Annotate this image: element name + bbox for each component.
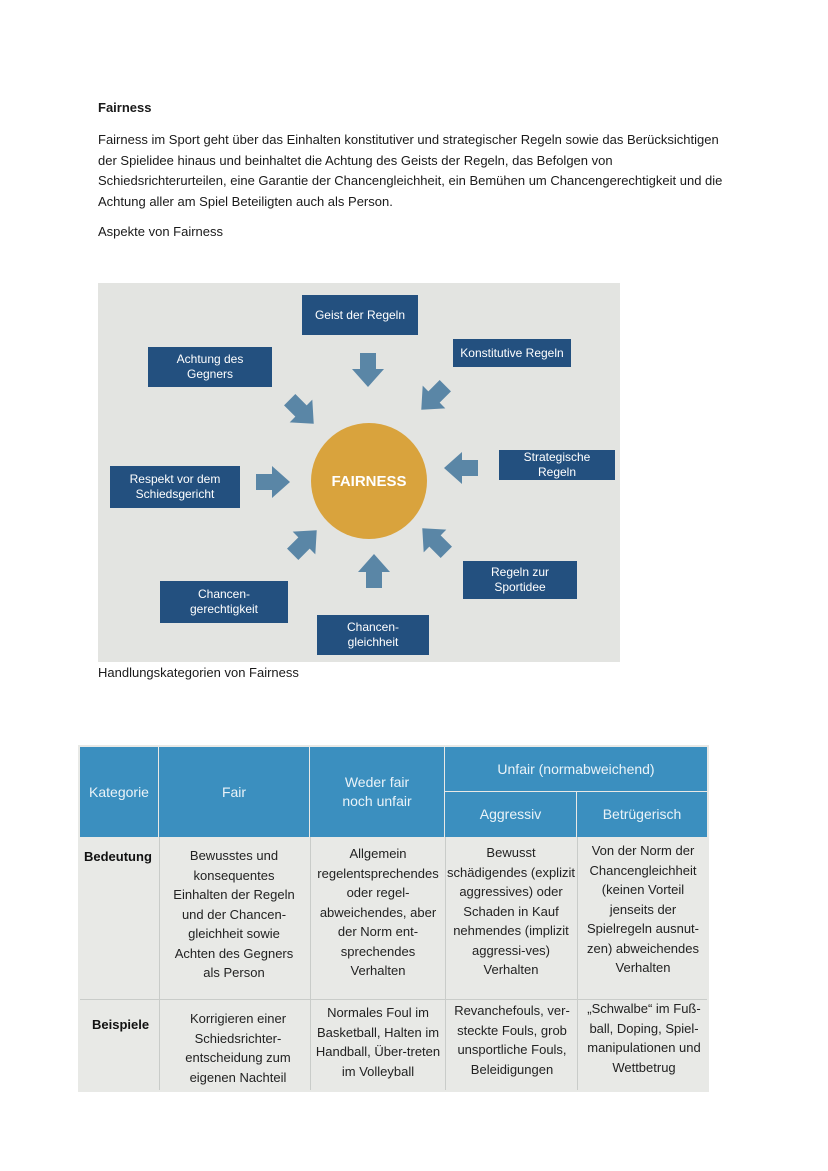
cell-beispiele-aggressiv: Revanchefouls, ver-steckte Fouls, grob u… <box>454 1003 570 1077</box>
cell-beispiele-weder: Normales Foul im Basketball, Halten im H… <box>315 1005 441 1079</box>
heading: Fairness <box>98 100 152 115</box>
arrow-bottomright-icon <box>410 516 458 564</box>
cell-beispiele-fair: Korrigieren einer Schiedsrichter-entsche… <box>185 1011 291 1085</box>
cell-bedeutung-weder: Allgemein regelentsprechendes oder regel… <box>317 846 439 978</box>
aspect-box: Strategische Regeln <box>499 450 615 480</box>
arrow-left-icon <box>256 466 290 498</box>
arrow-bottom-icon <box>358 554 390 588</box>
arrow-topright-icon <box>409 374 457 422</box>
grid-line <box>577 837 578 1090</box>
intro-paragraph: Fairness im Sport geht über das Einhalte… <box>98 132 723 209</box>
caption-categories: Handlungskategorien von Fairness <box>98 665 299 680</box>
header-kategorie: Kategorie <box>80 747 158 837</box>
arrow-bottomleft-icon <box>281 518 329 566</box>
arrow-right-icon <box>444 452 478 484</box>
header-aggressiv: Aggressiv <box>445 792 576 837</box>
grid-line <box>159 837 160 1090</box>
categories-table: Kategorie Fair Weder fair noch unfair Un… <box>78 745 709 1092</box>
aspect-box: Achtung des Gegners <box>148 347 272 387</box>
header-fair: Fair <box>159 747 309 837</box>
aspect-box: Geist der Regeln <box>302 295 418 335</box>
aspect-box: Respekt vor dem Schiedsgericht <box>110 466 240 508</box>
cell-beispiele-betruegerisch: „Schwalbe“ im Fuß-ball, Doping, Spiel-ma… <box>587 1001 701 1075</box>
header-betruegerisch: Betrügerisch <box>577 792 707 837</box>
grid-line <box>310 837 311 1090</box>
aspect-box: Regeln zur Sportidee <box>463 561 577 599</box>
fairness-circle: FAIRNESS <box>311 423 427 539</box>
grid-line <box>80 999 707 1000</box>
caption-aspects: Aspekte von Fairness <box>98 224 224 239</box>
cell-bedeutung-aggressiv: Bewusst schädigendes (explizit aggressiv… <box>447 845 575 977</box>
arrow-topleft-icon <box>278 388 326 436</box>
cell-bedeutung-betruegerisch: Von der Norm der Chancengleichheit (kein… <box>586 843 700 975</box>
aspect-box: Chancen-gleichheit <box>317 615 429 655</box>
aspect-box: Konstitutive Regeln <box>453 339 571 367</box>
aspect-box: Chancen-gerechtigkeit <box>160 581 288 623</box>
fairness-diagram: FAIRNESS Geist der Regeln Konstitutive R… <box>98 283 620 662</box>
row-label-bedeutung: Bedeutung <box>84 849 152 864</box>
cell-bedeutung-fair: Bewusstes und konsequentes Einhalten der… <box>173 848 295 980</box>
grid-line <box>445 837 446 1090</box>
arrow-top-icon <box>352 353 384 387</box>
row-label-beispiele: Beispiele <box>92 1017 150 1032</box>
header-weder: Weder fair noch unfair <box>310 747 444 837</box>
header-unfair: Unfair (normabweichend) <box>445 747 707 791</box>
